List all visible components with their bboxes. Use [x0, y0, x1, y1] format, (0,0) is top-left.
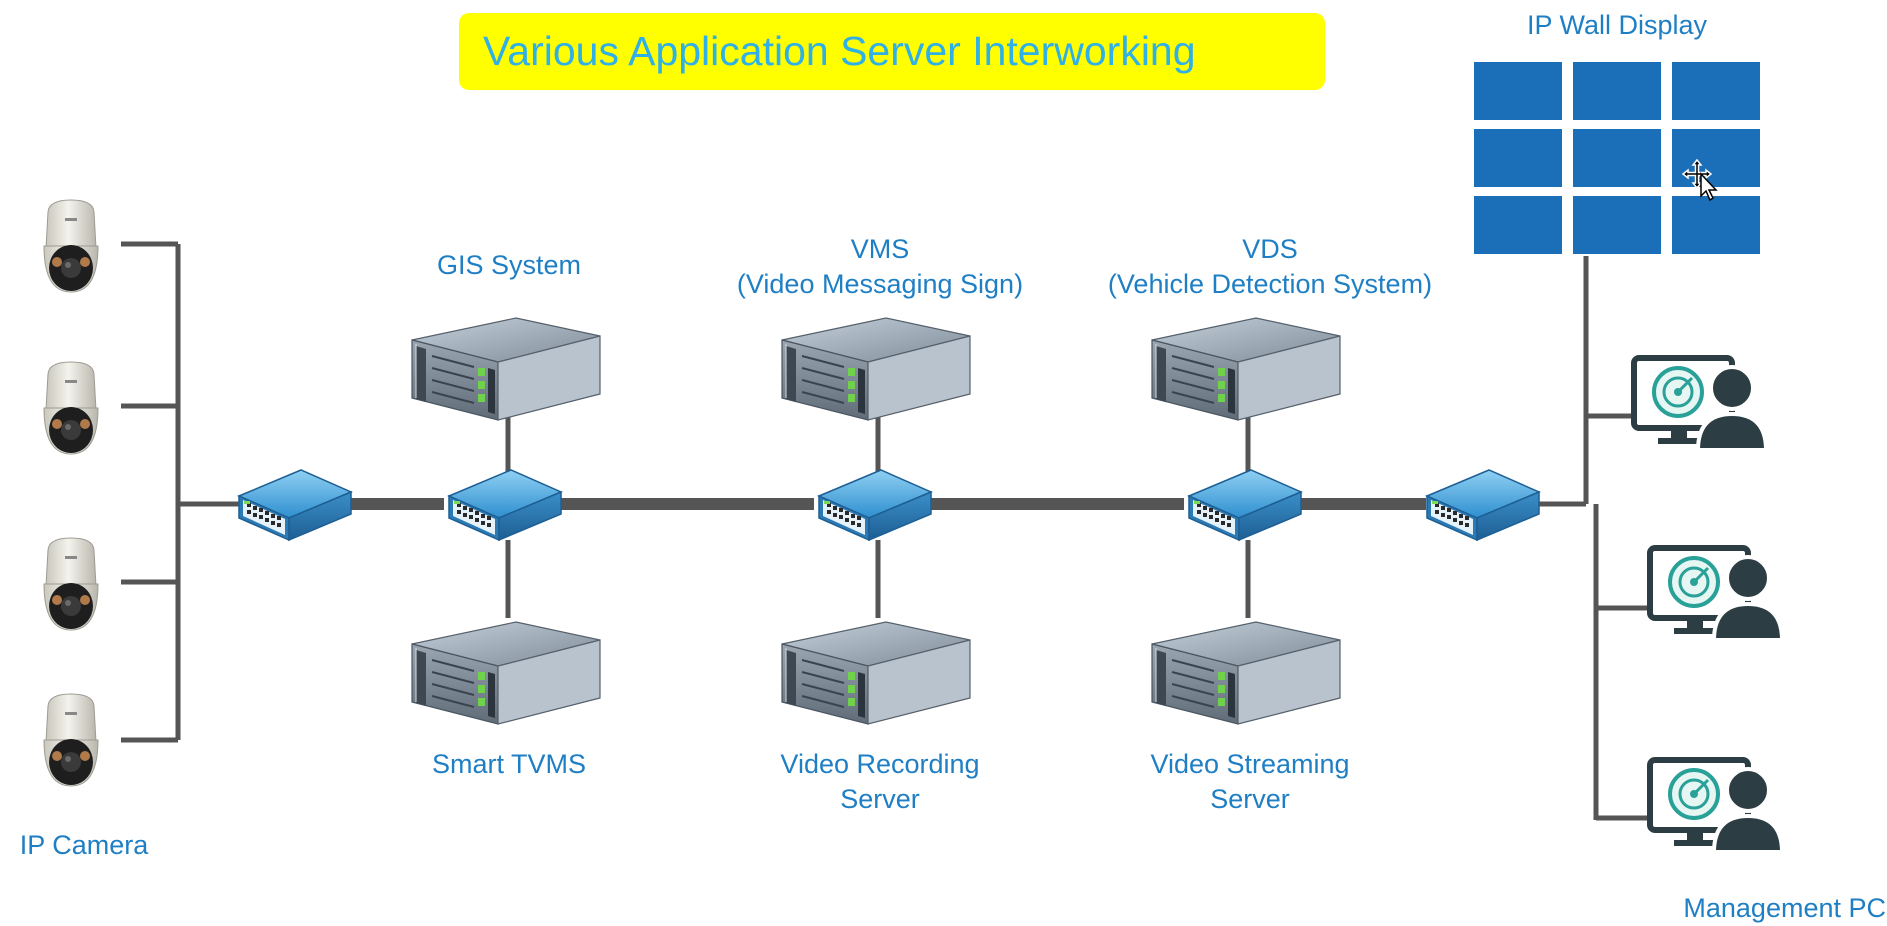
title-banner: Various Application Server Interworking: [459, 13, 1325, 90]
gis-server-icon: [411, 317, 601, 421]
operator-workstation-icon: [1650, 760, 1782, 852]
ptz-camera-icon: [43, 693, 99, 787]
vds-server-icon: [1151, 317, 1341, 421]
operator-workstation-icon: [1634, 358, 1766, 450]
move-cursor-icon: [1681, 158, 1718, 202]
network-switch-icon: [1426, 469, 1540, 541]
ptz-camera-icon: [43, 361, 99, 455]
ptz-camera-icon: [43, 199, 99, 293]
smart-tvms-label: Smart TVMS: [431, 749, 587, 779]
tvms-server-icon: [411, 621, 601, 725]
management-pc-label: Management PC: [1683, 893, 1886, 923]
video-streaming-server-label: Video Streaming Server: [1150, 749, 1350, 814]
network-switch-icon: [1188, 469, 1302, 541]
ip-wall-display-label: IP Wall Display: [1526, 10, 1708, 40]
operator-workstation-icon: [1650, 548, 1782, 640]
gis-system-label: GIS System: [436, 250, 582, 280]
video-recording-server-label: Video Recording Server: [780, 749, 980, 814]
recording-server-icon: [781, 621, 971, 725]
streaming-server-icon: [1151, 621, 1341, 725]
connection-lines: [121, 241, 1648, 821]
vms-server-icon: [781, 317, 971, 421]
vds-label: VDS (Vehicle Detection System): [1107, 234, 1433, 299]
page-title: Various Application Server Interworking: [483, 28, 1196, 74]
video-wall-icon: [1474, 62, 1760, 254]
ptz-camera-icon: [43, 537, 99, 631]
vms-label: VMS (Video Messaging Sign): [736, 234, 1024, 299]
network-switch-icon: [238, 469, 352, 541]
network-switch-icon: [448, 469, 562, 541]
network-switch-icon: [818, 469, 932, 541]
ip-camera-label: IP Camera: [19, 830, 149, 860]
